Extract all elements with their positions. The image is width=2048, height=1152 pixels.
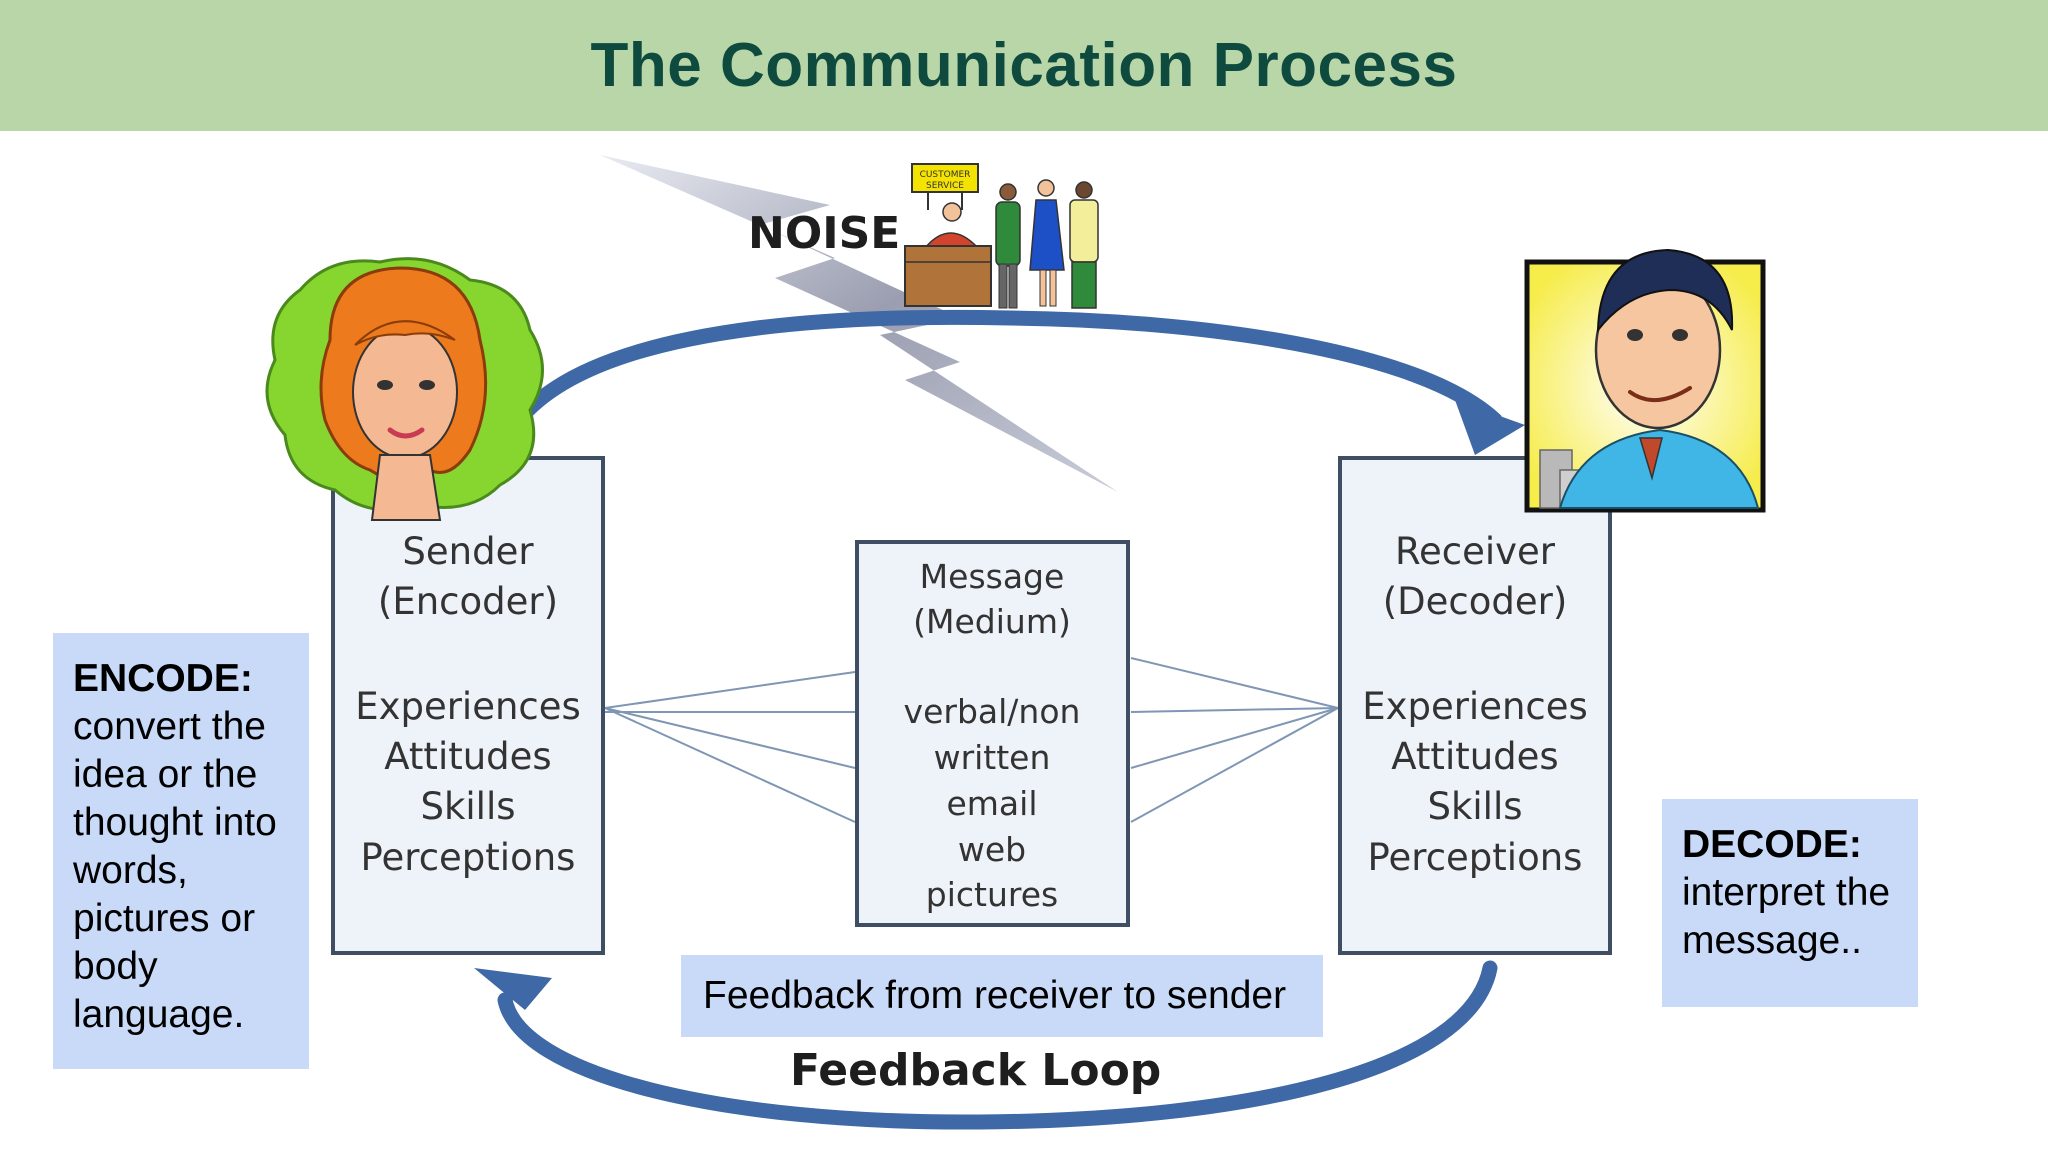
message-item: written bbox=[934, 738, 1051, 777]
sender-item: Experiences bbox=[355, 685, 581, 728]
message-item: email bbox=[946, 784, 1037, 823]
sender-to-receiver-arrow bbox=[520, 309, 1503, 428]
receiver-item: Skills bbox=[1427, 785, 1522, 828]
message-item: verbal/non bbox=[904, 692, 1081, 731]
title-banner: The Communication Process bbox=[0, 0, 2048, 131]
receiver-connector-lines bbox=[1130, 657, 1339, 823]
sender-title-2: (Encoder) bbox=[378, 580, 558, 623]
decode-title: DECODE: bbox=[1682, 823, 1862, 866]
decode-body: interpret the message.. bbox=[1682, 871, 1891, 962]
message-box bbox=[855, 540, 1130, 927]
customer-service-icon: CUSTOMER SERVICE bbox=[904, 163, 1099, 309]
message-item: pictures bbox=[926, 875, 1058, 914]
receiver-item: Attitudes bbox=[1391, 735, 1558, 778]
sender-box bbox=[331, 456, 605, 955]
feedback-loop-arrowhead bbox=[474, 968, 552, 1010]
sender-connector-lines bbox=[604, 671, 856, 823]
receiver-box bbox=[1338, 456, 1612, 955]
feedback-loop-label: Feedback Loop bbox=[790, 1045, 1161, 1096]
sender-item: Perceptions bbox=[361, 836, 576, 879]
sender-item: Attitudes bbox=[384, 735, 551, 778]
receiver-item: Experiences bbox=[1362, 685, 1588, 728]
sender-item: Skills bbox=[420, 785, 515, 828]
feedback-loop-arrow bbox=[497, 960, 1498, 1130]
page-title: The Communication Process bbox=[590, 31, 1458, 100]
encode-callout: ENCODE: convert the idea or the thought … bbox=[53, 633, 309, 1069]
receiver-title-1: Receiver bbox=[1395, 530, 1556, 573]
sender-title-1: Sender bbox=[402, 530, 534, 573]
message-item: web bbox=[958, 830, 1026, 869]
receiver-man-icon bbox=[1524, 248, 1766, 513]
feedback-label: Feedback from receiver to sender bbox=[681, 955, 1323, 1037]
encode-title: ENCODE: bbox=[73, 657, 253, 700]
receiver-title-2: (Decoder) bbox=[1383, 580, 1568, 623]
decode-callout: DECODE: interpret the message.. bbox=[1662, 799, 1918, 1007]
receiver-item: Perceptions bbox=[1368, 836, 1583, 879]
message-title-1: Message bbox=[920, 557, 1065, 596]
message-title-2: (Medium) bbox=[913, 602, 1071, 641]
sender-woman-icon bbox=[265, 257, 544, 521]
noise-lightning-icon bbox=[600, 155, 1118, 492]
desk-sign-line-2: SERVICE bbox=[926, 181, 964, 191]
noise-label: NOISE bbox=[748, 208, 900, 259]
encode-body: convert the idea or the thought into wor… bbox=[73, 705, 277, 1036]
sender-to-receiver-arrowhead bbox=[1455, 400, 1525, 455]
desk-sign-line-1: CUSTOMER bbox=[920, 170, 971, 180]
